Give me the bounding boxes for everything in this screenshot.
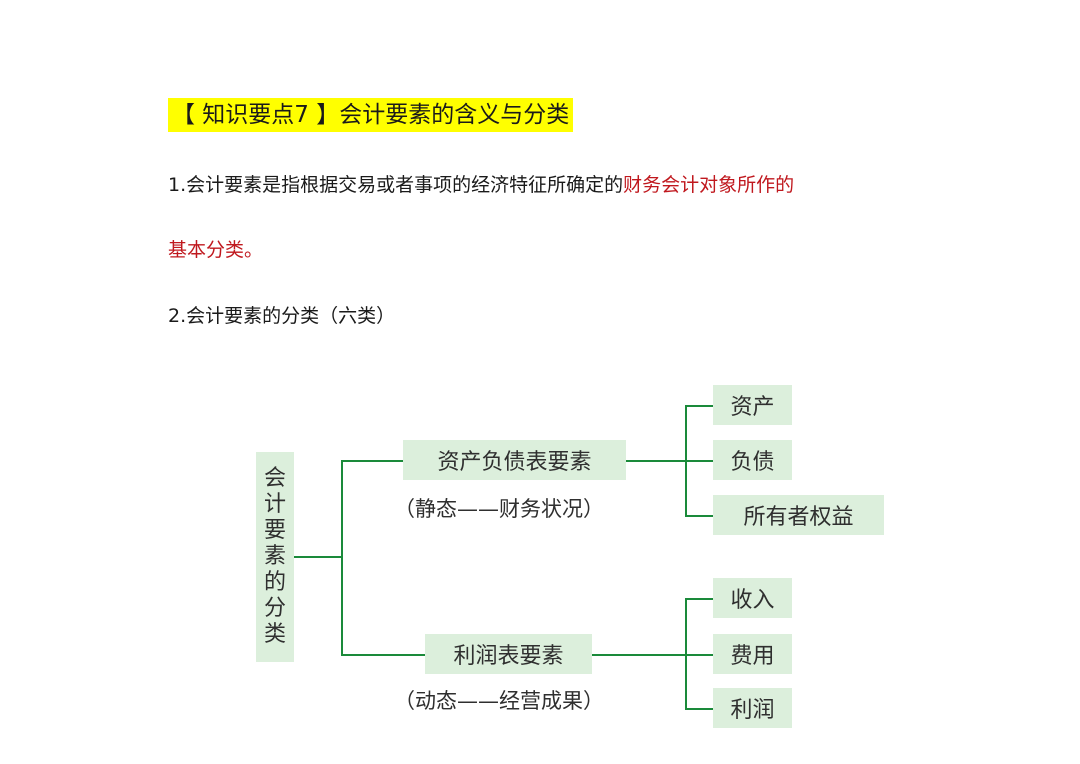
diagram-root: 会 计 要 素 的 分 类 [256,452,294,662]
leaf-label: 利润 [730,698,775,723]
connector-line [341,460,403,462]
leaf-expenses: 费用 [713,634,792,674]
leaf-assets: 资产 [713,385,792,425]
root-char: 要 [263,518,286,543]
root-char: 分 [263,596,286,621]
root-char: 会 [263,466,286,491]
leaf-label: 收入 [730,588,775,613]
leaf-owners-equity: 所有者权益 [713,495,884,535]
leaf-label: 所有者权益 [743,505,854,530]
connector-line [685,405,713,407]
definition-highlight: 财务会计对象所作的 [623,174,795,196]
connector-line [685,708,713,710]
section-heading: 【 知识要点7 】会计要素的含义与分类 [168,98,574,132]
definition-paragraph: 1.会计要素是指根据交易或者事项的经济特征所确定的财务会计对象所作的 [168,172,794,198]
leaf-label: 费用 [730,644,775,669]
branch-label: 资产负债表要素 [437,450,592,475]
leaf-revenue: 收入 [713,578,792,618]
branch-label: 利润表要素 [453,644,564,669]
root-char: 的 [263,570,286,595]
definition-paragraph-continued: 基本分类。 [168,239,264,261]
branch-balance-sheet: 资产负债表要素 [403,440,626,480]
branch-caption: （静态——财务状况） [394,497,604,521]
leaf-profit: 利润 [713,688,792,728]
branch-income-statement: 利润表要素 [425,634,592,674]
root-char: 计 [263,492,286,517]
leaf-liabilities: 负债 [713,440,792,480]
connector-line [592,654,686,656]
connector-line [685,515,713,517]
connector-line [341,654,425,656]
connector-line [685,598,713,600]
connector-line [685,460,713,462]
definition-text: 1.会计要素是指根据交易或者事项的经济特征所确定的 [168,174,624,196]
connector-line [685,598,687,709]
branch-caption: （动态——经营成果） [394,689,604,713]
connector-line [685,654,713,656]
classification-paragraph: 2.会计要素的分类（六类） [168,305,396,327]
connector-line [341,460,343,656]
leaf-label: 负债 [730,450,775,475]
connector-line [294,556,342,558]
leaf-label: 资产 [730,395,775,420]
connector-line [626,460,686,462]
root-char: 类 [263,622,286,647]
root-char: 素 [263,544,286,569]
